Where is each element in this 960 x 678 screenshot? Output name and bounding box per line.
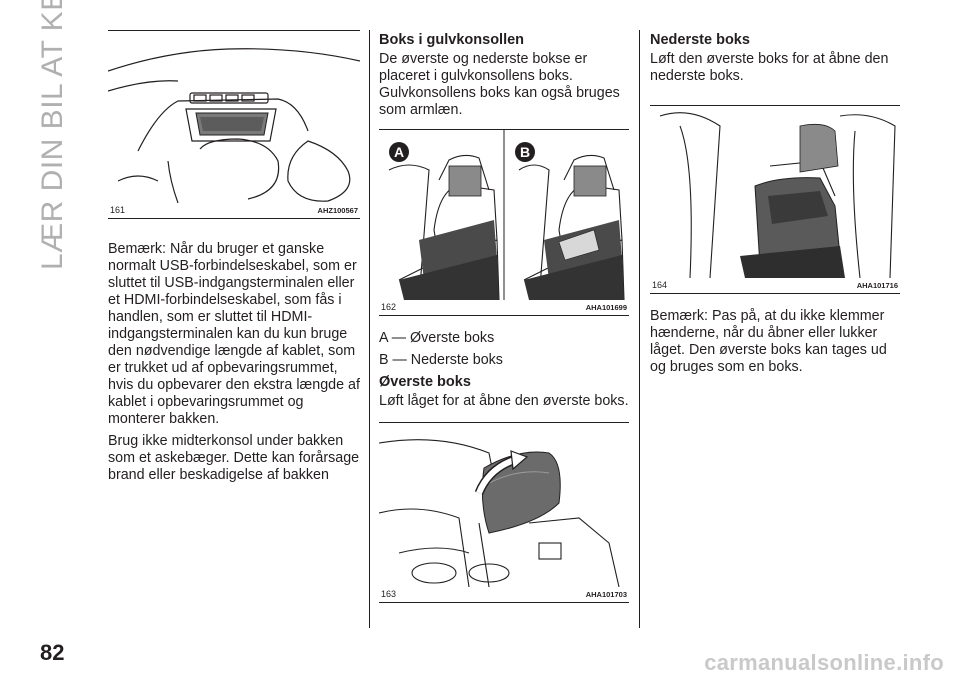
console-boxes-illustration: A B [388,130,625,300]
usb-tray-illustration [108,48,360,203]
usb-cable-note: Bemærk: Når du bruger et ganske normalt … [108,241,360,427]
column-3: Nederste boks Løft den øverste boks for … [650,30,900,381]
column-divider-2 [639,30,640,628]
page-number: 82 [40,640,65,665]
figure-code: AHZ100567 [317,206,358,215]
lower-box-open-illustration [659,112,896,278]
figure-code: AHA101703 [585,590,627,599]
figure-code: AHA101716 [856,281,898,290]
figure-162: A B 162 AHA101699 [379,129,629,316]
section-title: LÆR DIN BIL AT KENDE [36,0,69,270]
figure-164: 164 AHA101716 [650,105,900,294]
floor-console-heading: Boks i gulvkonsollen [379,32,525,48]
figure-number: 163 [381,589,397,599]
caution-note: Bemærk: Pas på, at du ikke klemmer hænde… [650,308,887,375]
legend-item-a: A — Øverste boks [379,330,495,346]
upper-box-open-illustration [379,439,620,587]
badge-a: A [389,142,409,162]
lower-box-heading: Nederste boks [650,32,750,48]
column-1: 161 AHZ100567 Bemærk: Når du bruger et g… [108,30,360,489]
lower-box-text: Løft den øverste boks for at åbne den ne… [650,51,889,84]
figure-163: 163 AHA101703 [379,422,629,603]
watermark: carmanualsonline.info [704,650,944,675]
floor-console-intro: De øverste og nederste bokse er placeret… [379,51,620,118]
svg-text:A: A [394,144,404,160]
ashtray-warning: Brug ikke midterkonsol under bakken som … [108,433,360,483]
column-2: Boks i gulvkonsollen De øverste og neder… [379,30,629,603]
column-divider-1 [369,30,370,628]
legend: A — Øverste boks B — Nederste boks [379,330,629,369]
figure-number: 162 [381,302,397,312]
badge-b: B [515,142,535,162]
figure-code: AHA101699 [585,303,627,312]
upper-box-text: Løft låget for at åbne den øverste boks. [379,393,629,409]
figure-number: 164 [652,280,668,290]
figure-number: 161 [110,205,126,215]
upper-box-heading: Øverste boks [379,374,471,390]
figure-161: 161 AHZ100567 [108,30,360,219]
svg-text:B: B [520,144,530,160]
legend-item-b: B — Nederste boks [379,352,503,368]
